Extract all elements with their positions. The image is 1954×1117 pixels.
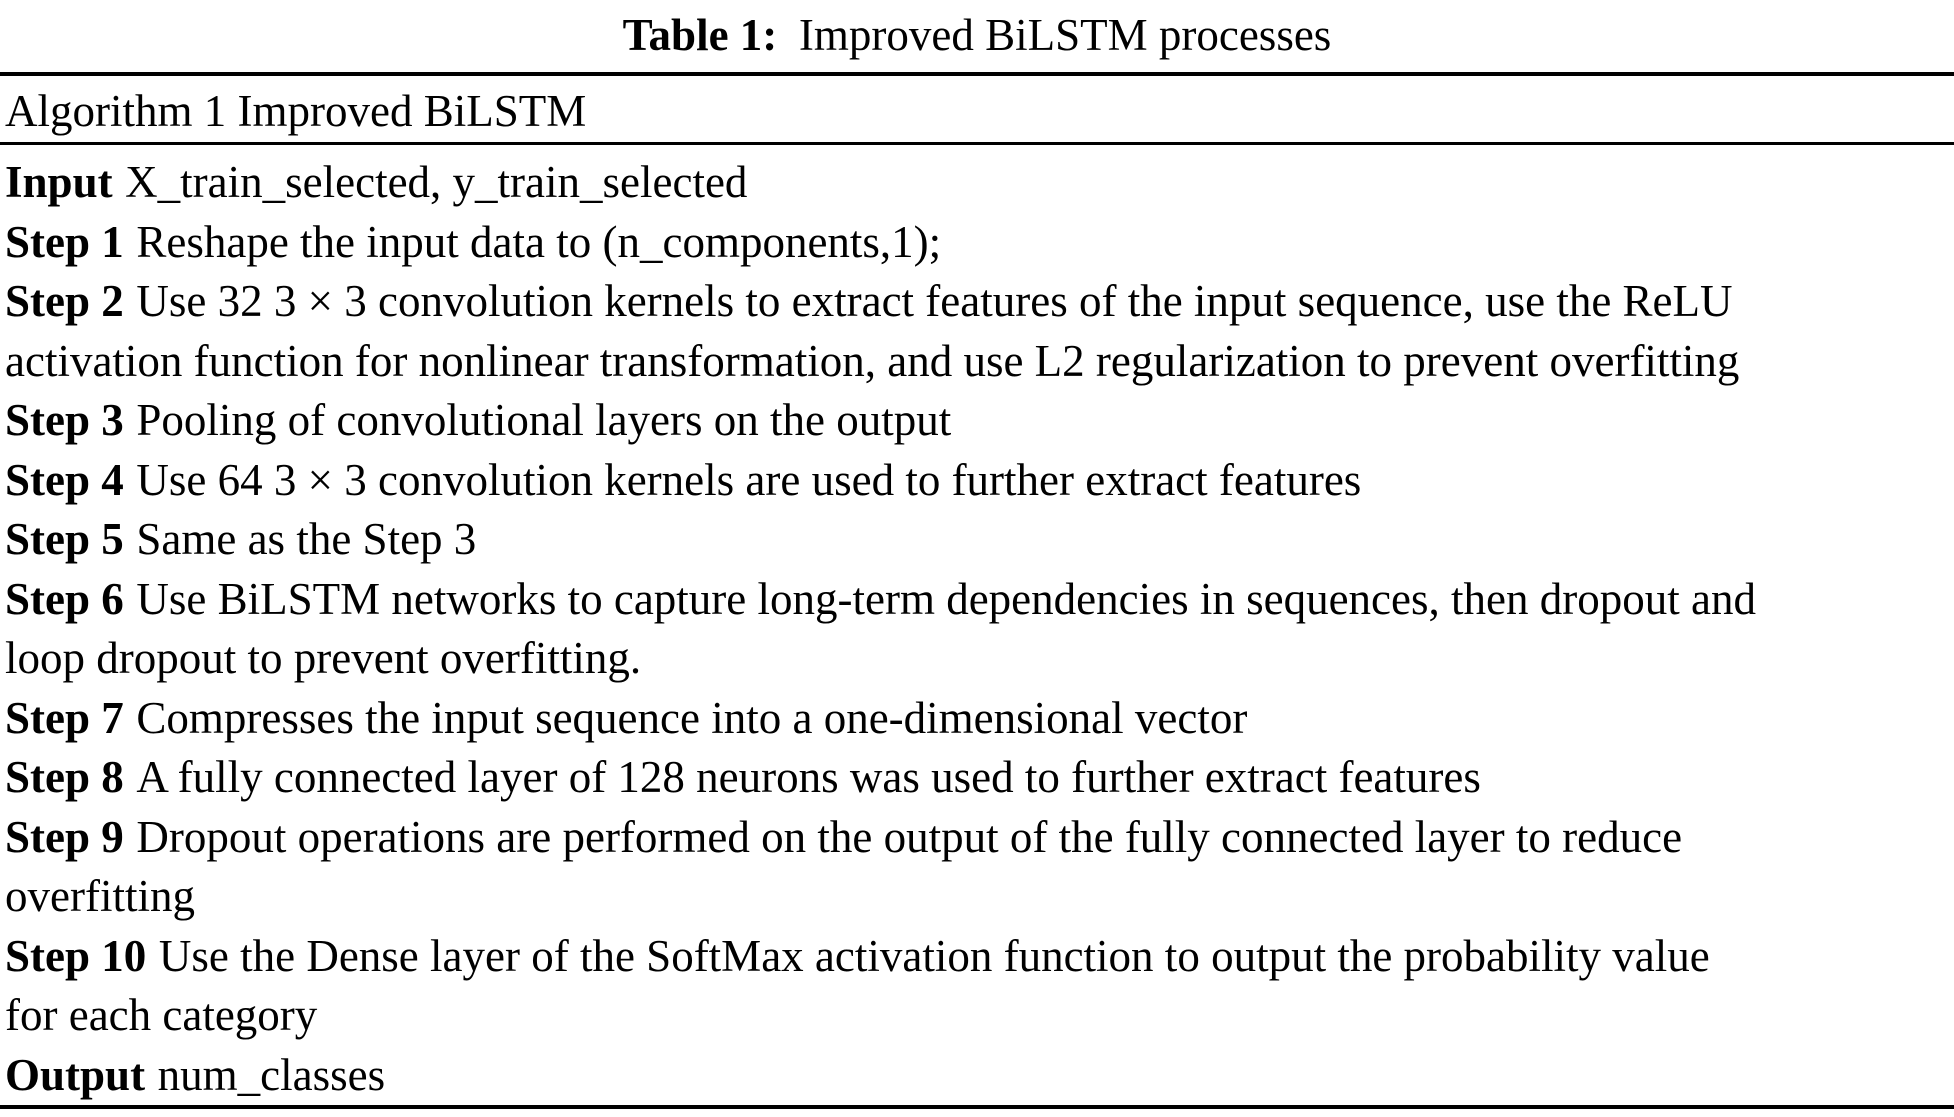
algorithm-line: overfitting	[5, 867, 1954, 927]
line-text: Use BiLSTM networks to capture long-term…	[136, 573, 1756, 624]
algorithm-header: Algorithm 1 Improved BiLSTM	[5, 86, 587, 136]
line-text: Pooling of convolutional layers on the o…	[136, 395, 952, 445]
step-label: Step 7	[5, 692, 124, 743]
step-label: Step 5	[5, 514, 124, 564]
line-text: Dropout operations are performed on the …	[136, 811, 1683, 862]
step-label: Step 9	[5, 811, 124, 862]
table-caption-title: Improved BiLSTM processes	[798, 10, 1332, 60]
header-rule	[0, 142, 1954, 145]
line-text: A fully connected layer of 128 neurons w…	[136, 752, 1481, 802]
line-text: overfitting	[5, 871, 195, 921]
table-caption: Table 1: Improved BiLSTM processes	[0, 0, 1954, 72]
step-label: Step 10	[5, 930, 147, 981]
step-label: Step 8	[5, 752, 124, 802]
line-text: loop dropout to prevent overfitting.	[5, 633, 642, 683]
step-label: Step 6	[5, 573, 124, 624]
line-text: Use the Dense layer of the SoftMax activ…	[158, 930, 1710, 981]
line-text: for each category	[5, 990, 318, 1040]
bottom-rule	[0, 1105, 1954, 1109]
step-label: Step 2	[5, 276, 124, 326]
line-text: Compresses the input sequence into a one…	[136, 692, 1248, 743]
line-text: activation function for nonlinear transf…	[5, 335, 1740, 386]
table-caption-label: Table 1:	[622, 10, 778, 60]
step-label: Input	[5, 157, 113, 207]
top-rule	[0, 72, 1954, 76]
step-label: Step 4	[5, 454, 124, 505]
algorithm-line: loop dropout to prevent overfitting.	[5, 629, 1954, 689]
line-text: Reshape the input data to (n_components,…	[136, 216, 942, 267]
line-text: Use 64 3 × 3 convolution kernels are use…	[136, 454, 1362, 505]
algorithm-line: for each category	[5, 986, 1954, 1046]
line-text: X_train_selected, y_train_selected	[125, 157, 748, 207]
step-label: Step 3	[5, 395, 124, 445]
line-text: Use 32 3 × 3 convolution kernels to extr…	[136, 276, 1733, 326]
algorithm-line: activation function for nonlinear transf…	[5, 332, 1954, 392]
line-text: Same as the Step 3	[136, 514, 477, 564]
step-label: Step 1	[5, 216, 124, 267]
step-label: Output	[5, 1049, 146, 1100]
line-text: num_classes	[157, 1049, 386, 1100]
